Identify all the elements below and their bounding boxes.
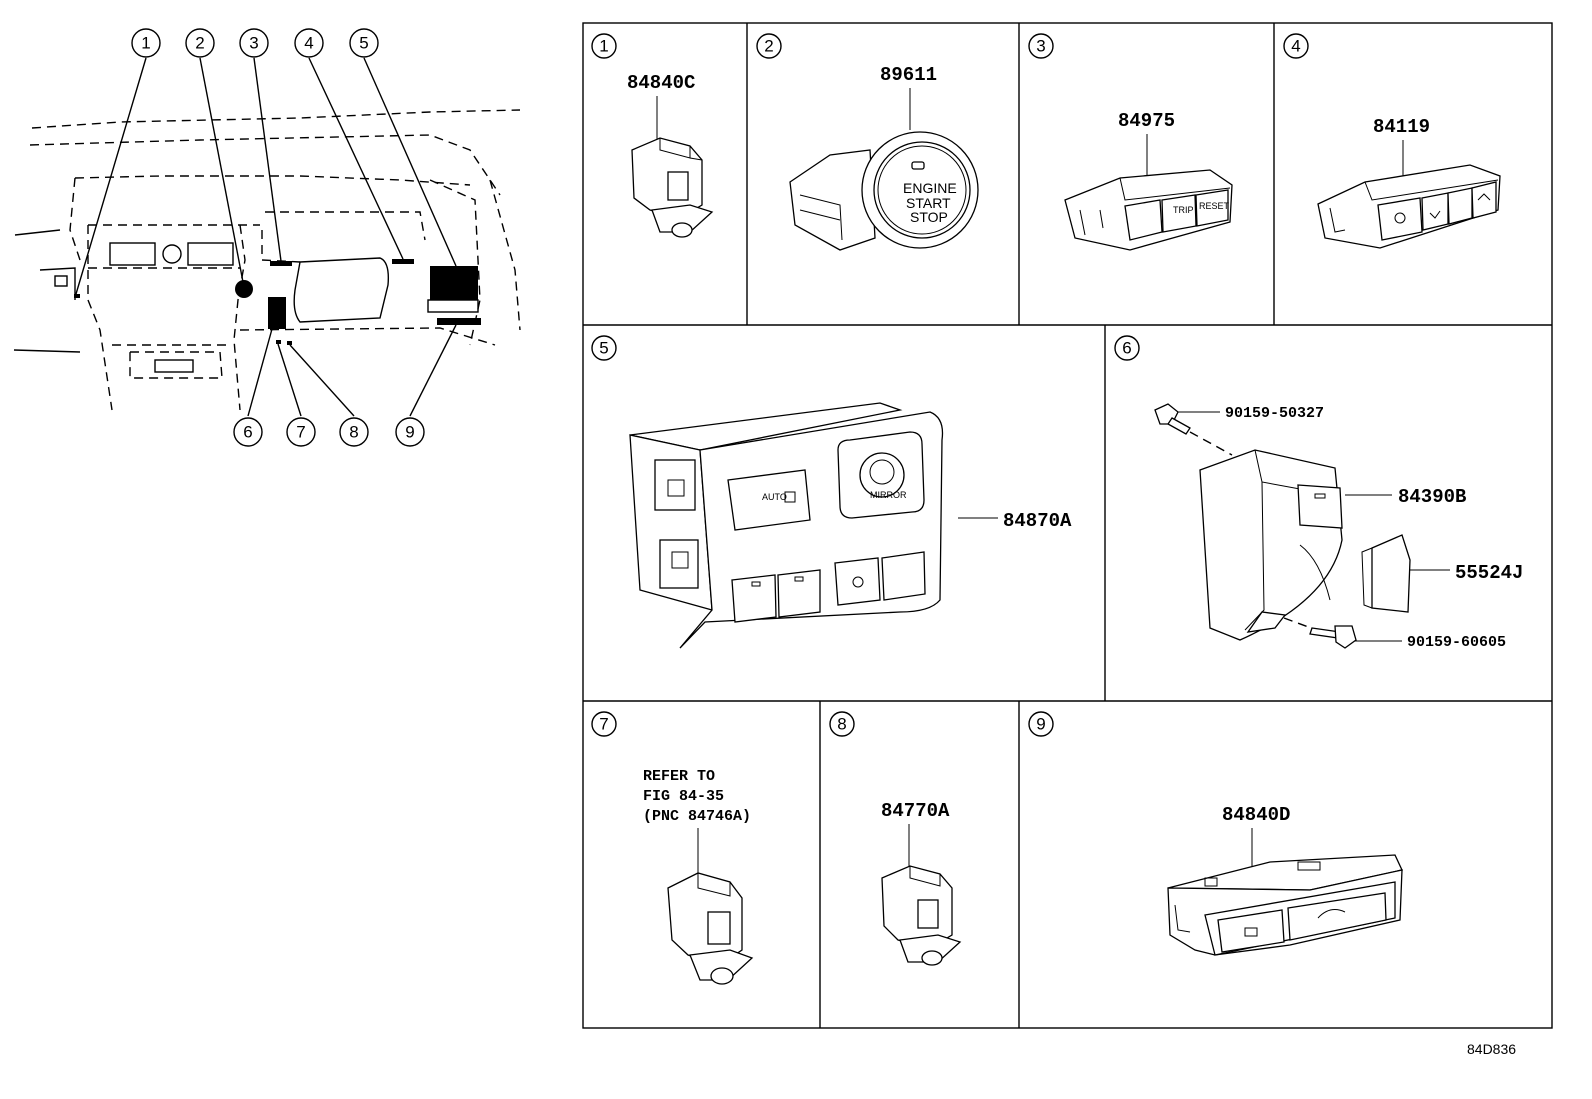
panel-number: 8 [837,715,846,734]
panel-number: 4 [1291,37,1300,56]
switch-84119-drawing [1317,164,1501,249]
switch-84840C-drawing [631,137,714,238]
svg-text:3: 3 [249,34,258,53]
overview-callout-3: 3 [239,28,269,58]
panel-9: 9 84840D [1028,711,1403,956]
panel-8: 8 84770A [829,711,962,966]
part-number-84975: 84975 [1118,110,1175,132]
auto-label: AUTO [762,492,787,502]
part-number-84840C: 84840C [627,72,695,94]
reset-label: RESET [1199,201,1230,211]
overview-callout-5: 5 [349,28,379,58]
refer-note-line-2: FIG 84-35 [643,788,724,805]
dashboard-overview: 1 2 3 4 5 6 7 8 9 [13,28,521,447]
part-number-84840D: 84840D [1222,804,1290,826]
panel-6: 6 90159-50327 84390B 55524J 90159-60605 [1114,335,1523,651]
svg-text:4: 4 [304,34,313,53]
part-number-90159-50327: 90159-50327 [1225,405,1324,422]
part-number-90159-60605: 90159-60605 [1407,634,1506,651]
overview-callout-8: 8 [339,417,369,447]
panel-number: 2 [764,37,773,56]
svg-text:9: 9 [405,423,414,442]
part-number-84770A: 84770A [881,800,950,822]
screw-90159-60605-drawing [1309,625,1357,649]
switch-84840D-drawing [1167,854,1403,956]
panel-3: 3 84975 TRIP RESET [1028,33,1233,251]
panel-number: 5 [599,339,608,358]
panel-4: 4 84119 [1283,33,1501,249]
overview-callout-9: 9 [395,417,425,447]
panel-number: 7 [599,715,608,734]
svg-text:1: 1 [141,34,150,53]
svg-text:7: 7 [296,423,305,442]
panel-number: 6 [1122,339,1131,358]
diagram-reference-code: 84D836 [1467,1041,1516,1057]
switch-panel-84870A-drawing: AUTO MIRROR [629,402,944,649]
panel-number: 3 [1036,37,1045,56]
overview-callout-4: 4 [294,28,324,58]
svg-text:6: 6 [243,423,252,442]
part-number-84390B: 84390B [1398,486,1466,508]
bracket-84390B-drawing [1199,449,1343,641]
trip-reset-switch-drawing: TRIP RESET [1064,169,1233,251]
engine-label: ENGINE [903,180,957,196]
stop-label: STOP [910,209,948,225]
screw-90159-50327-drawing [1154,403,1191,435]
panel-number: 9 [1036,715,1045,734]
refer-note-line-3: (PNC 84746A) [643,808,751,825]
refer-note-line-1: REFER TO [643,768,715,785]
svg-text:5: 5 [359,34,368,53]
overview-callout-2: 2 [185,28,215,58]
trip-label: TRIP [1173,205,1194,215]
panel-1: 1 84840C [591,33,714,238]
part-number-84870A: 84870A [1003,510,1072,532]
switch-84770A-drawing [881,865,962,966]
overview-callout-7: 7 [286,417,316,447]
engine-start-button-drawing: ENGINE START STOP [789,131,979,251]
parts-grid [582,22,1553,1029]
part-number-55524J: 55524J [1455,562,1523,584]
panel-7: 7 REFER TO FIG 84-35 (PNC 84746A) [591,711,754,985]
svg-text:8: 8 [349,423,358,442]
panel-2: 2 89611 ENGINE START STOP [756,33,979,251]
overview-callout-6: 6 [233,417,263,447]
panel-5: 5 84870A AUTO MIRROR [591,335,1072,649]
svg-text:2: 2 [195,34,204,53]
switch-84746A-drawing [667,872,754,985]
start-label: START [906,195,951,211]
cover-55524J-drawing [1361,534,1411,613]
overview-callout-1: 1 [131,28,161,58]
mirror-label: MIRROR [870,490,907,500]
part-number-89611: 89611 [880,64,937,86]
panel-number: 1 [599,37,608,56]
part-number-84119: 84119 [1373,116,1430,138]
